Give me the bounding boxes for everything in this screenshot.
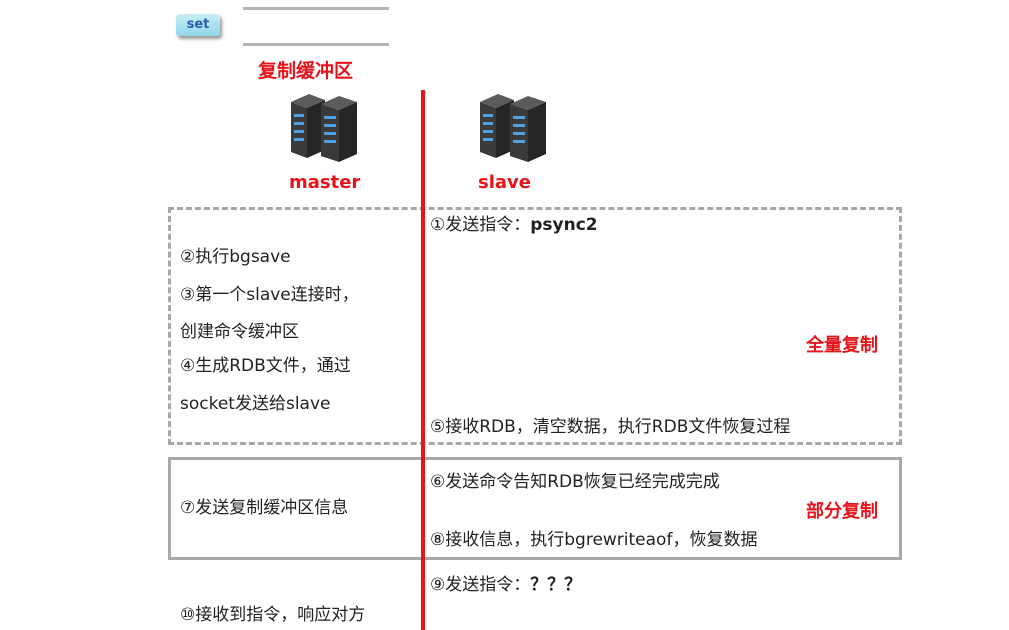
step-1-text: ①发送指令：	[430, 215, 531, 235]
step-2: ②执行bgsave	[180, 247, 291, 267]
step-1-command: psync2	[530, 215, 598, 235]
step-10: ⑩接收到指令，响应对方	[180, 605, 366, 625]
master-slave-divider	[421, 90, 425, 630]
step-8: ⑧接收信息，执行bgrewriteaof，恢复数据	[430, 530, 758, 550]
set-command-tag: set	[176, 14, 220, 36]
buffer-bottom-line	[243, 43, 389, 46]
partial-sync-frame	[168, 457, 902, 560]
step-3-line-1: ③第一个slave连接时，	[180, 285, 359, 305]
step-7: ⑦发送复制缓冲区信息	[180, 498, 349, 518]
buffer-title: 复制缓冲区	[258, 60, 354, 82]
step-9-command: ？？？	[530, 575, 582, 595]
step-4-line-1: ④生成RDB文件，通过	[180, 356, 351, 376]
step-5: ⑤接收RDB，清空数据，执行RDB文件恢复过程	[430, 417, 791, 437]
step-1: ①发送指令：psync2	[430, 214, 598, 236]
step-4-line-2: socket发送给slave	[180, 394, 331, 414]
step-9-text: ⑨发送指令：	[430, 575, 531, 595]
step-3-line-2: 创建命令缓冲区	[180, 322, 299, 342]
full-sync-label: 全量复制	[806, 335, 878, 356]
full-sync-frame	[168, 207, 902, 445]
buffer-top-line	[243, 7, 389, 10]
partial-sync-label: 部分复制	[806, 501, 878, 522]
master-label: master	[289, 172, 361, 193]
slave-label: slave	[478, 172, 531, 193]
server-icon	[480, 94, 546, 162]
step-6: ⑥发送命令告知RDB恢复已经完成完成	[430, 472, 720, 492]
server-icon	[291, 94, 357, 162]
step-9: ⑨发送指令：？？？	[430, 574, 581, 596]
